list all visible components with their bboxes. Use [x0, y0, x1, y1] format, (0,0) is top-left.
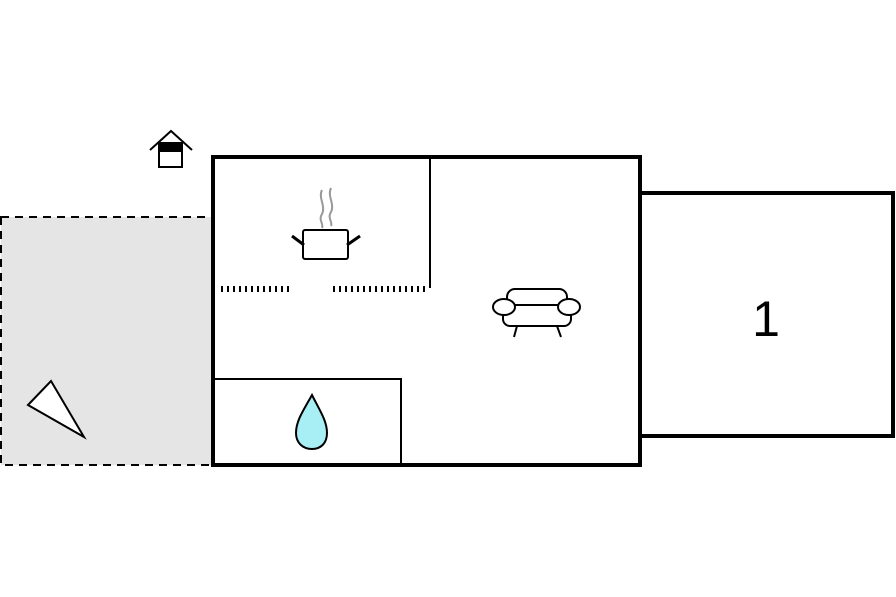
bathroom-room [212, 378, 402, 466]
cooking-pot-icon [291, 187, 361, 260]
bedroom-room [638, 191, 895, 438]
house-entrance-icon [149, 129, 193, 168]
bedroom-label: 1 [752, 291, 780, 347]
north-arrow-icon [26, 379, 87, 440]
water-drop-icon [294, 392, 329, 451]
terrace-area [0, 216, 213, 466]
sofa-icon [492, 288, 581, 338]
